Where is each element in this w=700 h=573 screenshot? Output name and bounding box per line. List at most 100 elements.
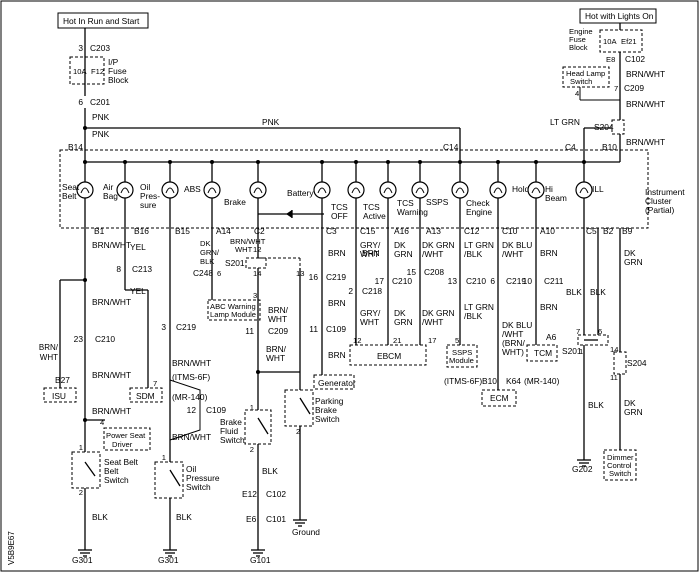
svg-text:BRN/: BRN/ xyxy=(268,305,289,315)
svg-text:7: 7 xyxy=(153,379,157,388)
lamp-ill-label: ILL xyxy=(592,184,604,194)
lamp-check_engine-label: Check xyxy=(466,198,491,208)
power-seat-driver xyxy=(103,427,151,451)
svg-text:Fluid: Fluid xyxy=(220,426,238,436)
svg-text:B14: B14 xyxy=(68,142,83,152)
svg-text:C102: C102 xyxy=(625,54,645,64)
lamp-oil_pressure-label: Pres- xyxy=(140,191,160,201)
svg-text:C219: C219 xyxy=(176,322,196,332)
svg-text:B16: B16 xyxy=(134,226,149,236)
svg-text:PNK: PNK xyxy=(92,112,110,122)
svg-text:BLK: BLK xyxy=(92,512,108,522)
svg-text:B2: B2 xyxy=(603,226,614,236)
svg-text:GRN/: GRN/ xyxy=(200,248,220,257)
svg-text:17: 17 xyxy=(428,336,436,345)
svg-text:17: 17 xyxy=(375,276,385,286)
svg-text:2: 2 xyxy=(296,427,300,436)
svg-text:BRN/WHT: BRN/WHT xyxy=(92,370,131,380)
lamp-air_bag-label: Bag xyxy=(103,191,118,201)
svg-text:4: 4 xyxy=(575,89,579,98)
svg-text:Oil: Oil xyxy=(186,464,196,474)
svg-text:3: 3 xyxy=(161,322,166,332)
svg-text:16: 16 xyxy=(309,272,319,282)
svg-text:Dimmer: Dimmer xyxy=(607,453,634,462)
svg-text:/WHT: /WHT xyxy=(422,317,443,327)
svg-text:DK: DK xyxy=(394,240,406,250)
svg-text:BRN/WHT: BRN/WHT xyxy=(172,358,211,368)
svg-text:Brake: Brake xyxy=(315,405,337,415)
svg-text:BRN/: BRN/ xyxy=(266,344,287,354)
instrument-cluster xyxy=(59,149,649,229)
svg-text:Ef21: Ef21 xyxy=(621,37,637,46)
svg-text:10: 10 xyxy=(523,276,533,286)
svg-text:(MR-140): (MR-140) xyxy=(524,376,560,386)
lamp-tcs_active-label: TCS xyxy=(363,202,380,212)
lamp-seat_belt-label: Seat xyxy=(62,182,80,192)
svg-text:3: 3 xyxy=(78,43,83,53)
svg-text:C12: C12 xyxy=(464,226,480,236)
svg-text:/BLK: /BLK xyxy=(464,311,483,321)
lamp-air_bag-label: Air xyxy=(103,182,113,192)
lamp-ill-icon xyxy=(575,181,593,199)
svg-text:Parking: Parking xyxy=(315,396,344,406)
svg-text:DK: DK xyxy=(394,308,406,318)
lamp-air_bag-icon xyxy=(116,181,134,199)
svg-text:E12: E12 xyxy=(242,489,257,499)
lamp-tcs_active-label: Active xyxy=(363,211,386,221)
svg-text:12: 12 xyxy=(353,336,361,345)
svg-text:BRN/WHT: BRN/WHT xyxy=(92,406,131,416)
svg-text:Brake: Brake xyxy=(220,417,242,427)
svg-text:DK GRN: DK GRN xyxy=(422,308,455,318)
svg-text:Driver: Driver xyxy=(112,440,133,449)
svg-text:BRN/WHT: BRN/WHT xyxy=(626,137,665,147)
svg-text:Battery: Battery xyxy=(287,188,314,198)
svg-text:BRN/: BRN/ xyxy=(39,343,59,352)
svg-text:Switch: Switch xyxy=(104,475,129,485)
svg-text:/WHT: /WHT xyxy=(502,249,523,259)
svg-text:Fuse: Fuse xyxy=(108,66,127,76)
svg-text:Block: Block xyxy=(569,43,588,52)
engine-fuse-block xyxy=(599,29,643,53)
svg-text:A16: A16 xyxy=(394,226,409,236)
svg-text:6: 6 xyxy=(217,269,221,278)
lamp-tcs_warning-icon xyxy=(379,181,397,199)
svg-text:BRN: BRN xyxy=(540,248,558,258)
svg-text:B27: B27 xyxy=(55,375,70,385)
generator xyxy=(313,374,355,390)
svg-text:WHT: WHT xyxy=(360,317,379,327)
svg-text:C3: C3 xyxy=(326,226,337,236)
svg-text:I/P: I/P xyxy=(108,57,119,67)
sdm-module xyxy=(129,387,163,403)
svg-text:BLK: BLK xyxy=(262,466,278,476)
svg-text:Module: Module xyxy=(449,356,474,365)
seat-belt-switch xyxy=(71,451,101,489)
svg-text:(ITMS-6F): (ITMS-6F) xyxy=(444,376,482,386)
svg-text:Seat Belt: Seat Belt xyxy=(104,457,139,467)
svg-text:S201: S201 xyxy=(562,346,582,356)
svg-text:C213: C213 xyxy=(132,264,152,274)
svg-text:2: 2 xyxy=(348,286,353,296)
svg-text:B9: B9 xyxy=(622,226,633,236)
svg-text:1: 1 xyxy=(79,443,83,452)
svg-text:A6: A6 xyxy=(546,332,557,342)
svg-text:PNK: PNK xyxy=(92,129,110,139)
svg-text:6: 6 xyxy=(78,97,83,107)
svg-text:ISU: ISU xyxy=(52,391,66,401)
svg-text:1: 1 xyxy=(162,453,166,462)
svg-text:GRN: GRN xyxy=(394,317,413,327)
svg-text:Switch: Switch xyxy=(220,435,245,445)
head-lamp-switch xyxy=(562,66,610,88)
lamp-hi_beam-label: Beam xyxy=(545,193,567,203)
svg-text:7: 7 xyxy=(576,327,580,336)
svg-text:(Partial): (Partial) xyxy=(645,205,675,215)
svg-text:(BRN/: (BRN/ xyxy=(502,338,525,348)
svg-text:YEL: YEL xyxy=(130,286,146,296)
lamp-check_engine-icon xyxy=(451,181,469,199)
svg-text:C101: C101 xyxy=(266,514,286,524)
tcm-module xyxy=(526,344,558,362)
svg-text:S204: S204 xyxy=(627,358,647,368)
svg-text:2: 2 xyxy=(79,488,83,497)
svg-text:C210: C210 xyxy=(95,334,115,344)
ecm-module xyxy=(481,389,517,407)
